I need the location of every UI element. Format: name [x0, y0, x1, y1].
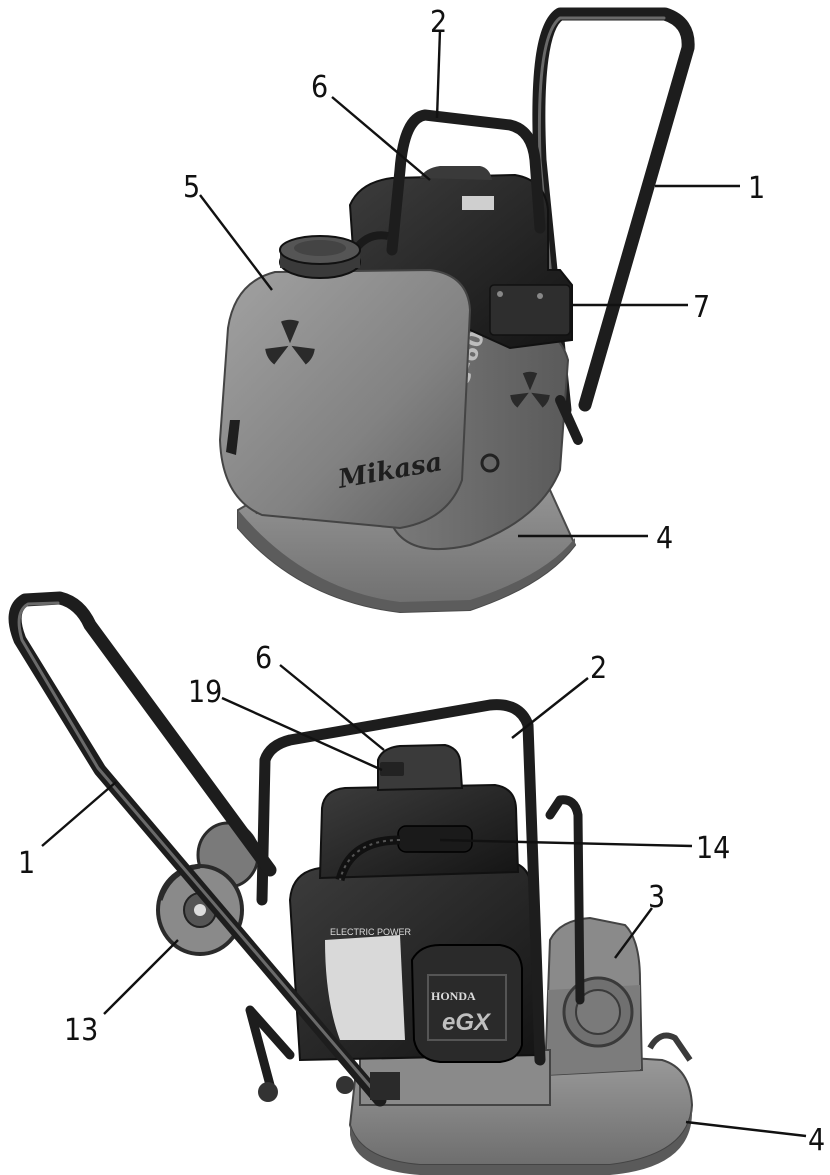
top-leader-5 — [199, 194, 273, 291]
callout-label: 6 — [311, 70, 328, 105]
bottom-main-handle — [8, 591, 400, 1107]
callout-label: 2 — [590, 651, 607, 686]
callout-label: 2 — [430, 5, 447, 40]
top-compactor-figure: MVC-60 Mikasa — [183, 5, 765, 614]
bottom-battery — [318, 743, 520, 882]
bottom-exciter-housing — [543, 916, 644, 1077]
bottom-leader-4 — [685, 1120, 807, 1138]
top-leader-6 — [331, 96, 431, 181]
callout-label: 4 — [808, 1123, 825, 1158]
callout-label: 5 — [183, 170, 200, 205]
bottom-leader-2 — [511, 677, 589, 739]
bottom-leader-14 — [439, 838, 693, 848]
top-leader-2 — [435, 29, 442, 119]
honda-logo: HONDA — [431, 989, 476, 1003]
bottom-guard-frame — [256, 699, 585, 1066]
bottom-leader-3 — [614, 907, 653, 959]
bottom-leader-1 — [41, 781, 117, 847]
bottom-compactor-figure: ELECTRIC POWER HONDA eGX — [8, 591, 825, 1175]
egx-logo: eGX — [442, 1009, 492, 1036]
badge-text: ELECTRIC POWER — [330, 927, 412, 937]
bottom-leader-19 — [221, 696, 383, 772]
top-handle-pivot — [555, 395, 583, 445]
callout-label: 6 — [255, 641, 272, 676]
bottom-leader-13 — [103, 939, 179, 1015]
top-main-handle — [532, 7, 695, 417]
callout-label: 7 — [693, 290, 710, 325]
callout-label: 4 — [656, 521, 673, 556]
callout-label: 3 — [648, 880, 665, 915]
top-water-tank: Mikasa — [218, 231, 472, 530]
bottom-engine: ELECTRIC POWER HONDA eGX — [288, 860, 542, 1063]
callout-label: 1 — [18, 846, 35, 881]
bottom-leader-6 — [279, 664, 385, 751]
callout-label: 13 — [64, 1013, 98, 1048]
top-guard-handle — [386, 109, 546, 256]
callout-label: 14 — [696, 831, 730, 866]
callout-label: 1 — [748, 171, 765, 206]
callout-label: 19 — [188, 675, 222, 710]
